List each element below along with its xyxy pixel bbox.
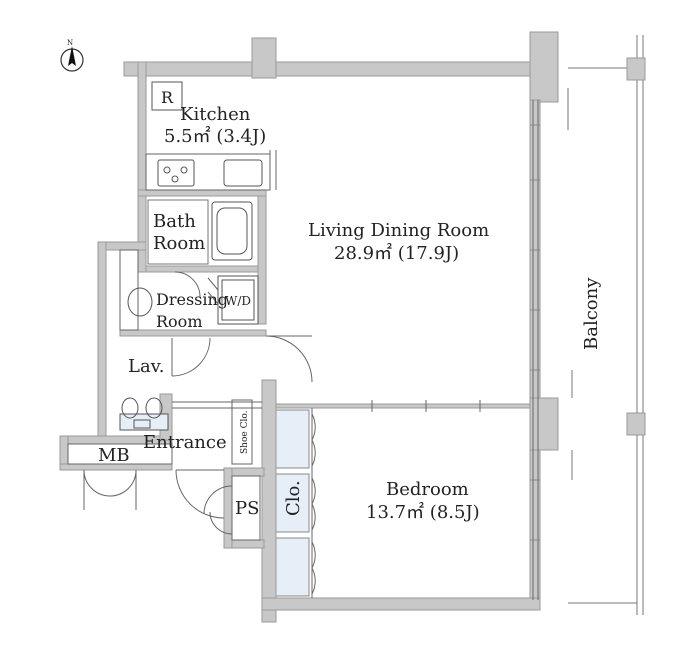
bathtub-icon bbox=[211, 201, 253, 261]
wash-basin-icon bbox=[127, 287, 153, 317]
bedroom-label: Bedroom bbox=[386, 479, 469, 500]
dressing-door-line bbox=[207, 291, 219, 305]
balcony-column bbox=[626, 412, 646, 436]
living-label: Living Dining Room bbox=[308, 220, 489, 241]
kitchen-area: 5.5㎡ (3.4J) bbox=[164, 125, 266, 147]
dressing-label-1: Dressing bbox=[156, 290, 228, 309]
living-area: 28.9㎡ (17.9J) bbox=[334, 242, 459, 264]
dressing-label-2: Room bbox=[156, 312, 202, 331]
entrance-label: Entrance bbox=[143, 432, 227, 453]
balcony-column bbox=[626, 57, 646, 81]
bath-label-1: Bath bbox=[153, 211, 196, 232]
washing-machine-icon bbox=[217, 275, 259, 325]
bedroom-area: 13.7㎡ (8.5J) bbox=[366, 501, 480, 523]
mb-label: MB bbox=[98, 445, 130, 466]
shoe-closet-label: Shoe Clo. bbox=[240, 410, 250, 454]
kitchen-label: Kitchen bbox=[180, 104, 251, 125]
door-swings bbox=[83, 271, 316, 595]
bath-room-area bbox=[147, 199, 209, 265]
dressing-door-line bbox=[207, 277, 219, 291]
ps-label: PS bbox=[235, 498, 259, 519]
toilet-icon bbox=[119, 397, 169, 431]
stove-icon bbox=[157, 159, 195, 187]
svg-text:N: N bbox=[67, 39, 73, 47]
washer-label: W/D bbox=[225, 294, 251, 308]
walls bbox=[59, 31, 559, 623]
lav-label: Lav. bbox=[128, 356, 164, 377]
north-arrow-icon: N bbox=[60, 39, 84, 72]
closet-label: Clo. bbox=[283, 480, 304, 516]
balcony-area bbox=[567, 35, 644, 615]
balcony-label: Balcony bbox=[581, 277, 602, 350]
sink-icon bbox=[223, 159, 263, 187]
window-ticks bbox=[530, 124, 540, 541]
refrigerator-icon bbox=[151, 81, 183, 111]
bath-label-2: Room bbox=[153, 233, 205, 254]
fridge-label: R bbox=[161, 88, 174, 107]
